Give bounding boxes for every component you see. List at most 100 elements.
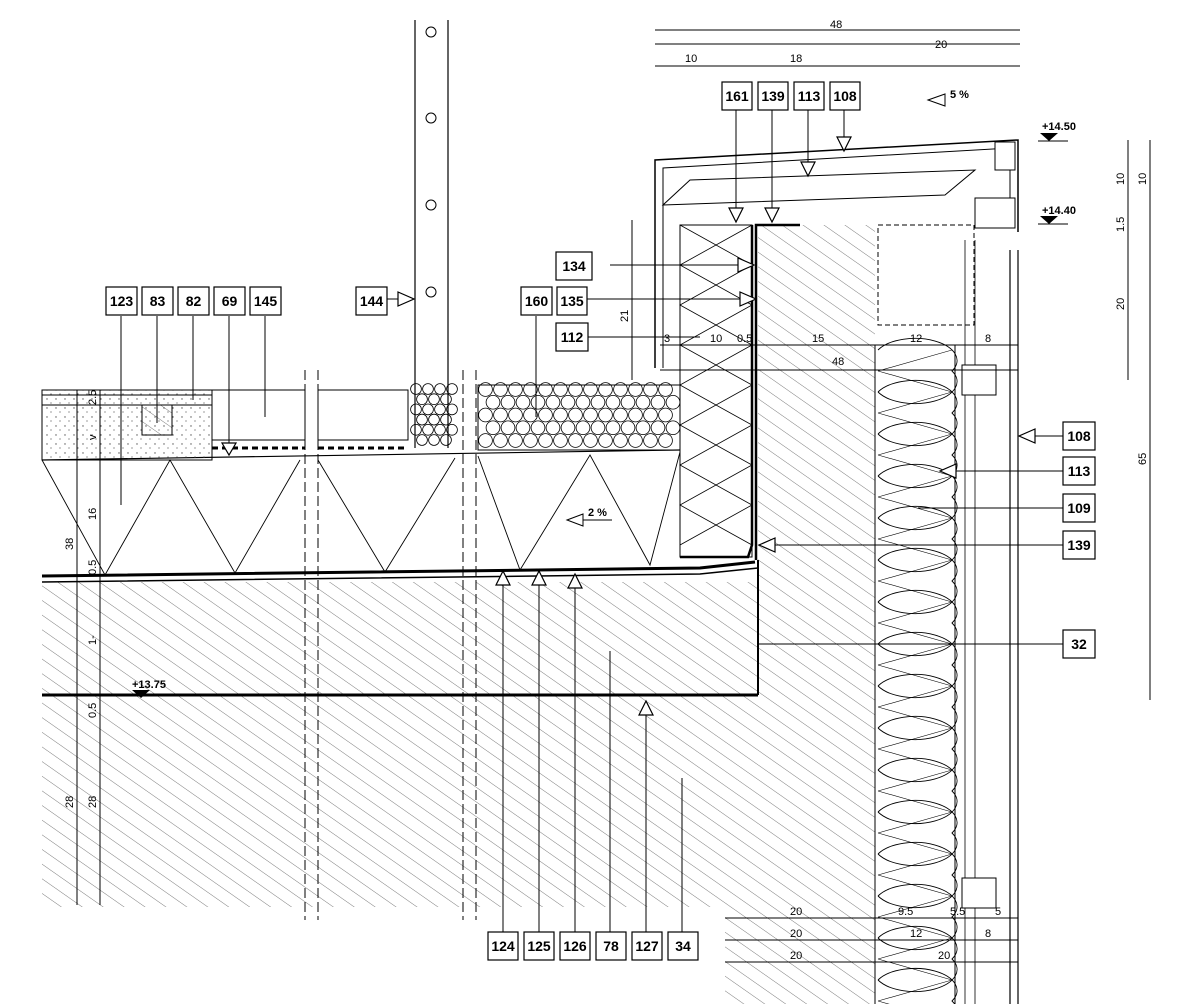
gravel-pebble bbox=[478, 382, 493, 397]
tag-bottom-124: 124 bbox=[487, 931, 519, 961]
svg-text:127: 127 bbox=[635, 938, 659, 954]
gravel-pebble bbox=[422, 423, 434, 436]
tag-right-108: 108 bbox=[1062, 421, 1096, 451]
gravel-pebble bbox=[440, 434, 452, 446]
gravel-pebble bbox=[613, 433, 628, 448]
svg-text:20: 20 bbox=[938, 950, 950, 962]
roof-buildup bbox=[41, 370, 759, 920]
svg-text:126: 126 bbox=[563, 938, 587, 954]
gravel-pebble bbox=[553, 433, 568, 448]
gravel-pebble bbox=[613, 382, 628, 397]
gravel-pebble bbox=[628, 382, 643, 397]
svg-text:112: 112 bbox=[561, 329, 584, 345]
arrow-126 bbox=[567, 572, 583, 589]
tag-bottom-34: 34 bbox=[667, 931, 699, 961]
gravel-pebble bbox=[538, 433, 553, 448]
slope-indicator-roof: 2 % bbox=[565, 507, 612, 527]
arrow-134 bbox=[737, 257, 756, 273]
arrow-108-right bbox=[1017, 428, 1036, 444]
svg-text:10: 10 bbox=[1137, 173, 1149, 185]
gravel-pebble bbox=[500, 394, 516, 410]
svg-text:109: 109 bbox=[1067, 500, 1091, 516]
svg-text:82: 82 bbox=[186, 293, 202, 309]
svg-text:5 %: 5 % bbox=[950, 89, 969, 101]
concrete-slab bbox=[42, 225, 875, 1004]
svg-text:160: 160 bbox=[525, 293, 549, 309]
svg-text:8: 8 bbox=[985, 333, 991, 345]
gravel-pebble bbox=[560, 394, 576, 410]
gravel-pebble bbox=[628, 433, 643, 448]
gravel-pebble bbox=[508, 407, 523, 423]
tag-right-139: 139 bbox=[1062, 530, 1096, 560]
svg-text:20: 20 bbox=[790, 906, 802, 918]
gravel-pebble bbox=[545, 394, 561, 410]
tag-right-109: 109 bbox=[1062, 493, 1096, 523]
gravel-pebble bbox=[665, 420, 681, 436]
gravel-pebble bbox=[635, 394, 651, 410]
arrow-161 bbox=[728, 207, 744, 224]
svg-text:113: 113 bbox=[1068, 463, 1091, 479]
svg-text:139: 139 bbox=[1067, 537, 1091, 553]
gravel-pebble bbox=[553, 382, 568, 397]
svg-text:2.5: 2.5 bbox=[87, 390, 99, 405]
gravel-pebble bbox=[658, 407, 673, 423]
tag-bottom-126: 126 bbox=[559, 931, 591, 961]
svg-text:18: 18 bbox=[790, 53, 802, 65]
gravel-pebble bbox=[416, 434, 428, 446]
gravel-pebble bbox=[422, 403, 434, 416]
gravel-pebble bbox=[446, 423, 458, 436]
gravel-pebble bbox=[545, 420, 561, 436]
svg-text:+14.50: +14.50 bbox=[1042, 121, 1076, 133]
gravel-pebble bbox=[493, 433, 508, 448]
gravel-pebble bbox=[650, 394, 666, 410]
level-marker-1375: +13.75 bbox=[132, 679, 166, 698]
gravel-pebble bbox=[643, 407, 658, 423]
gravel-pebble bbox=[590, 420, 606, 436]
gravel-pebble bbox=[650, 420, 666, 436]
svg-text:78: 78 bbox=[603, 938, 619, 954]
svg-text:12: 12 bbox=[910, 928, 922, 940]
gravel-pebble bbox=[523, 407, 538, 423]
gravel-pebble bbox=[568, 433, 583, 448]
gravel-pebble bbox=[643, 382, 658, 397]
gravel-pebble bbox=[553, 407, 568, 423]
tag-left-135: 135 bbox=[556, 286, 588, 316]
gravel-pebble bbox=[583, 382, 598, 397]
parapet-insulation bbox=[679, 223, 800, 560]
svg-text:0.5: 0.5 bbox=[87, 560, 99, 575]
gravel-pebble bbox=[493, 382, 508, 397]
svg-text:16: 16 bbox=[87, 508, 99, 520]
gravel-pebble bbox=[440, 393, 452, 406]
arrow-139-top bbox=[764, 207, 780, 224]
gravel-pebble bbox=[440, 413, 452, 426]
svg-text:+13.75: +13.75 bbox=[132, 679, 166, 691]
svg-text:0.5: 0.5 bbox=[87, 703, 99, 718]
tag-left-145: 145 bbox=[249, 286, 282, 316]
parapet-coping bbox=[654, 139, 1019, 368]
facade-cladding bbox=[961, 240, 1019, 1004]
svg-text:135: 135 bbox=[560, 293, 584, 309]
arrow-139-right bbox=[757, 537, 776, 553]
gravel-pebble bbox=[598, 433, 613, 448]
svg-text:65: 65 bbox=[1137, 453, 1149, 465]
gravel-pebble bbox=[590, 394, 606, 410]
svg-text:10: 10 bbox=[710, 333, 722, 345]
gravel-pebble bbox=[658, 382, 673, 397]
gravel-pebble bbox=[515, 394, 531, 410]
gravel-pebble bbox=[598, 407, 613, 423]
tag-left-160: 160 bbox=[520, 286, 553, 316]
tag-left-69: 69 bbox=[213, 286, 246, 316]
svg-text:v: v bbox=[87, 434, 99, 440]
svg-text:134: 134 bbox=[562, 258, 586, 274]
gravel-pebble bbox=[422, 383, 434, 395]
gravel-pebble bbox=[530, 394, 546, 410]
gravel-pebble bbox=[583, 433, 598, 448]
gravel-pebble bbox=[410, 383, 422, 395]
arrow-113-right bbox=[938, 463, 957, 479]
svg-text:69: 69 bbox=[222, 293, 238, 309]
tag-top-113: 113 bbox=[793, 81, 825, 111]
gravel-pebble bbox=[613, 407, 628, 423]
gravel-pebble bbox=[583, 407, 598, 423]
gravel-pebble bbox=[530, 420, 546, 436]
